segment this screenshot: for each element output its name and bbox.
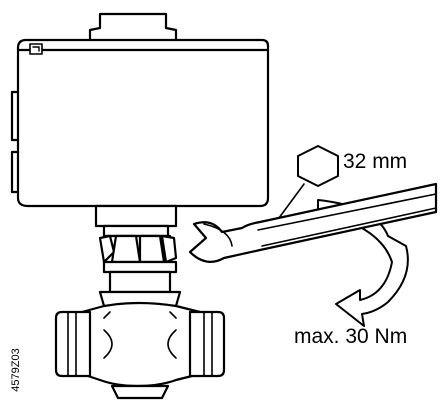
wrench-size-label: 32 mm xyxy=(343,150,408,173)
actuator xyxy=(10,12,270,228)
hexagon-icon xyxy=(275,145,339,223)
curved-arrow-icon xyxy=(317,199,409,327)
valve-body xyxy=(54,290,226,400)
wrench-icon xyxy=(188,182,438,263)
coupling-nut xyxy=(98,224,178,294)
torque-label: max. 30 Nm xyxy=(294,325,408,348)
document-id: 4579Z03 xyxy=(10,348,22,392)
